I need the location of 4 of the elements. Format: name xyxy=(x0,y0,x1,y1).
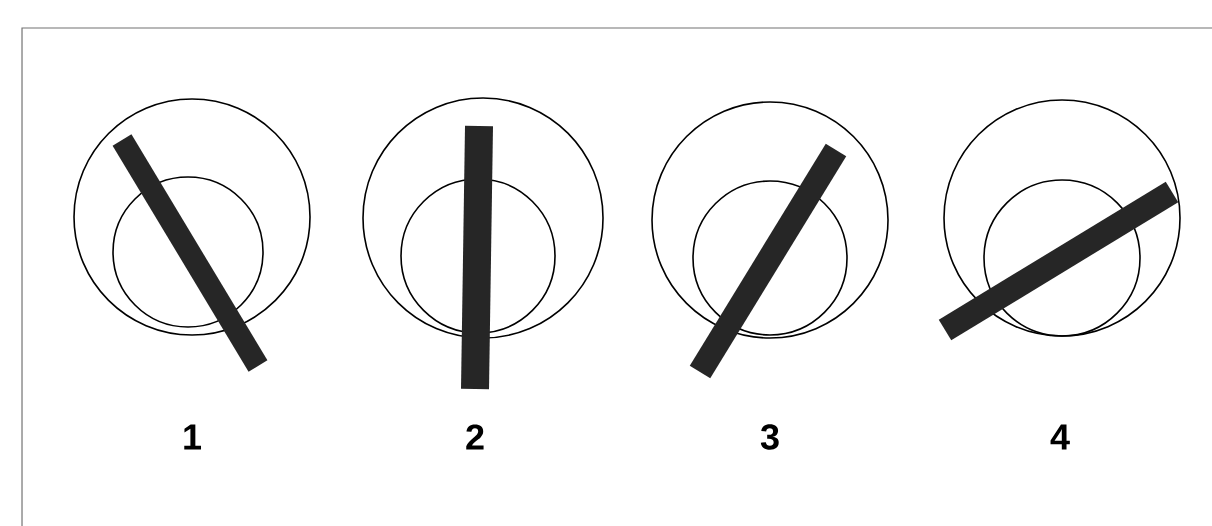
panel-number: 4 xyxy=(1050,424,1070,450)
panel-number: 1 xyxy=(184,424,201,450)
panel-number: 3 xyxy=(760,424,779,450)
panel-number: 2 xyxy=(466,424,484,450)
